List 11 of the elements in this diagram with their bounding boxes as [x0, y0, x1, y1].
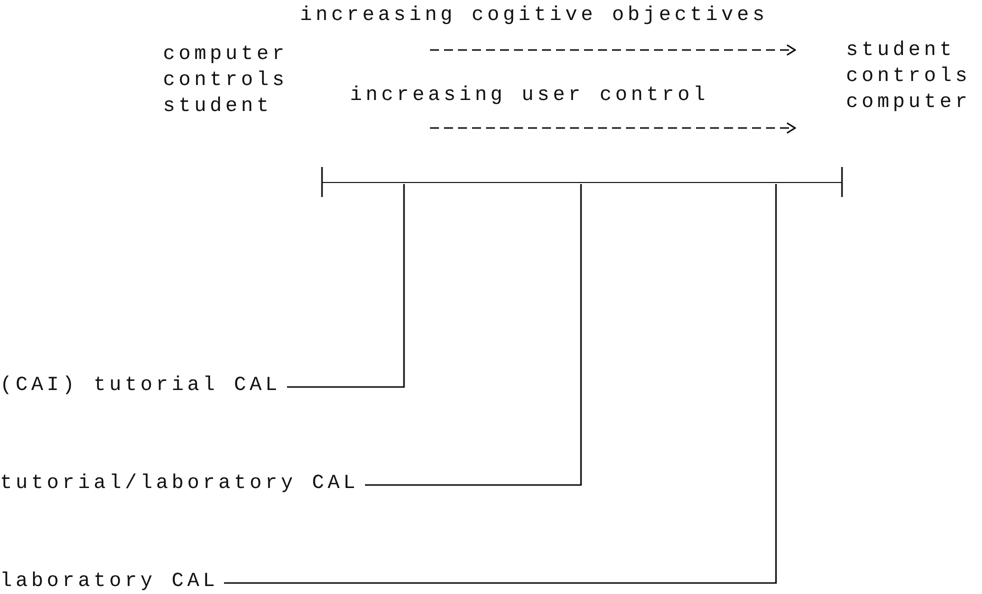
- axis-caption: increasing cogitive objectives: [300, 4, 768, 28]
- leader-line: [224, 184, 777, 584]
- category-label: (CAI) tutorial CAL: [0, 374, 287, 398]
- leader-line: [287, 184, 405, 388]
- axis-caption: increasing user control: [350, 84, 709, 108]
- leader-line: [365, 184, 582, 486]
- category-label: tutorial/laboratory CAL: [0, 472, 365, 496]
- scale-line: [322, 182, 842, 183]
- scale-end-label: computer controls student: [163, 42, 289, 120]
- category-label: laboratory CAL: [0, 570, 224, 594]
- scale-end-label: student controls computer: [846, 38, 972, 116]
